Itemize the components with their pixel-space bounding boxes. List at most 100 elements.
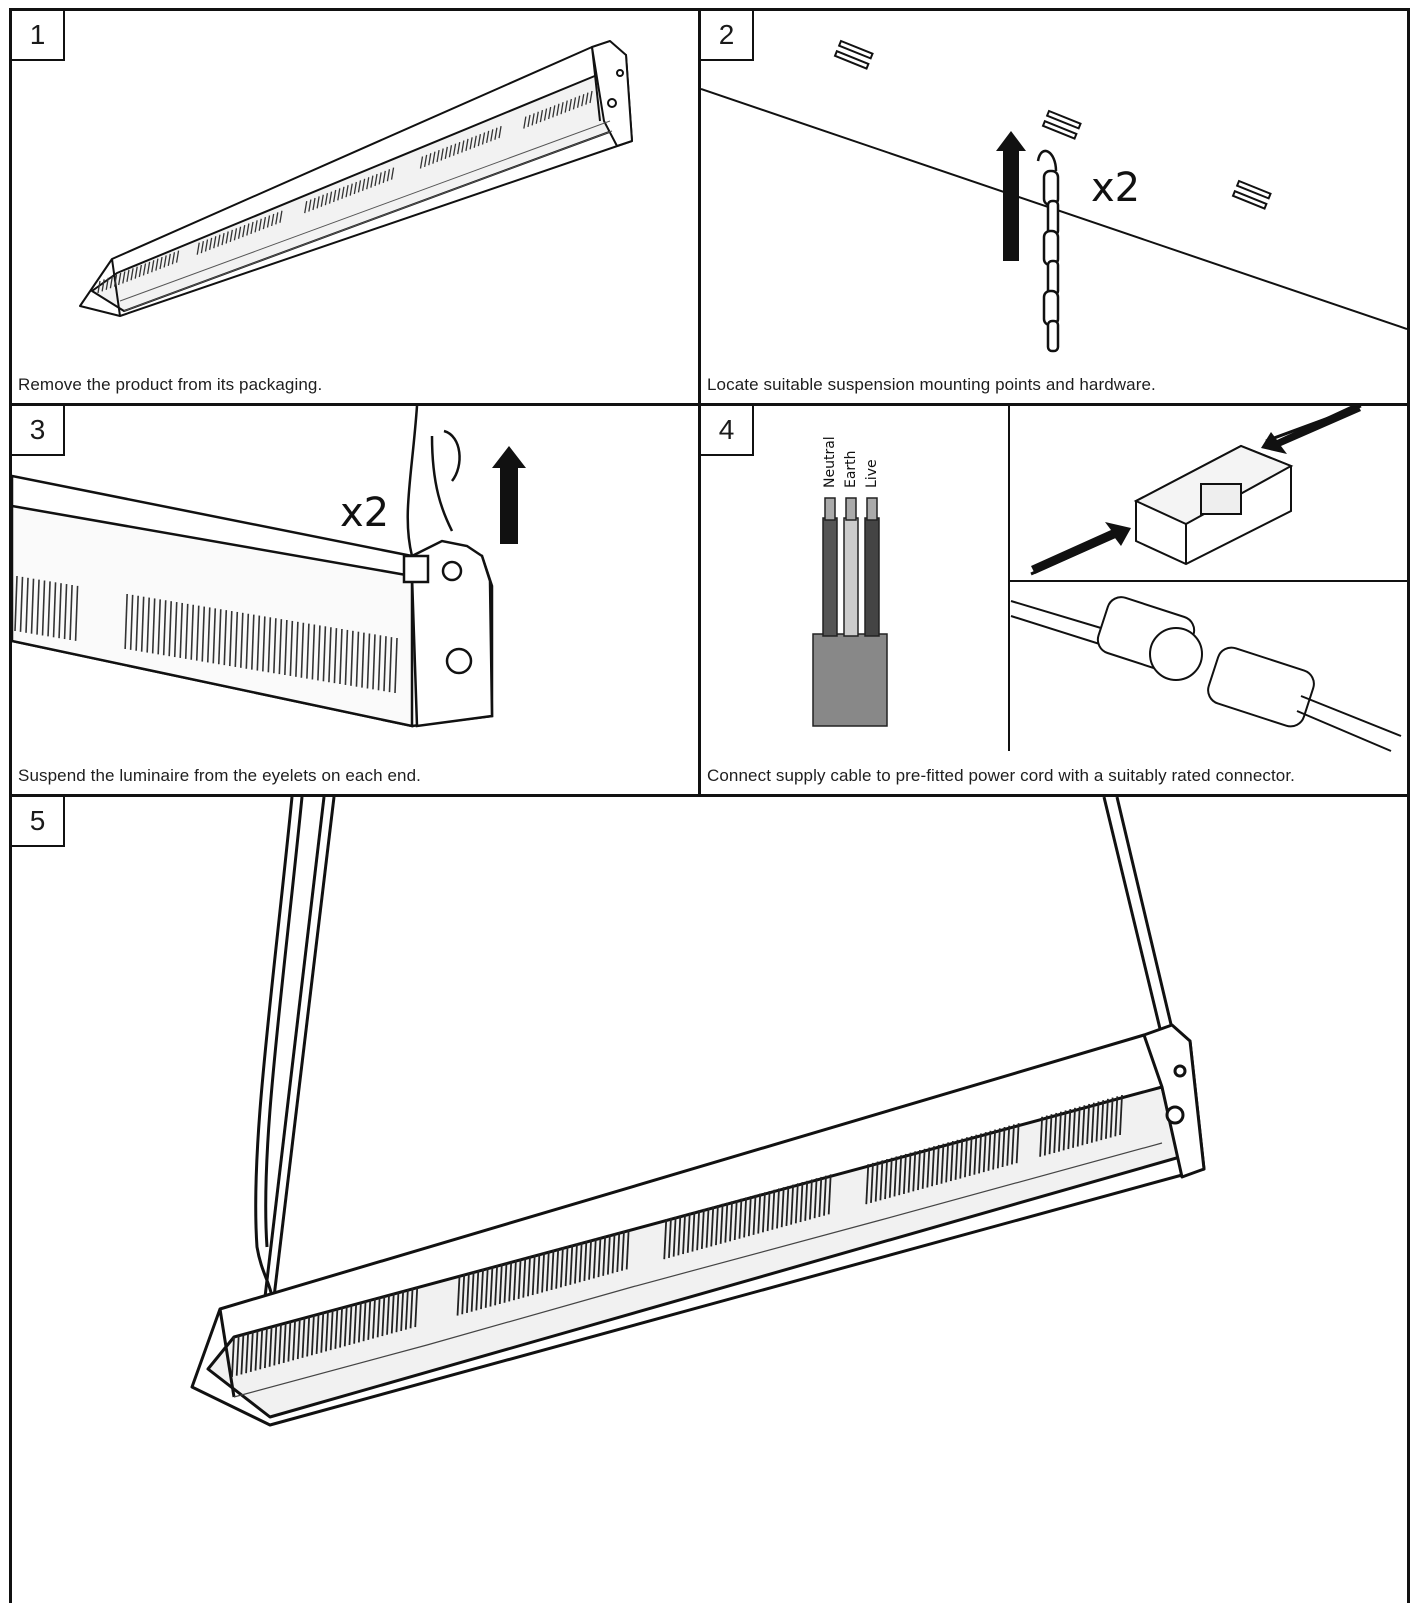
vent-slot xyxy=(827,1174,832,1215)
vent-slot xyxy=(289,620,294,676)
vent-slot xyxy=(517,1258,522,1299)
vent-slot xyxy=(258,218,262,231)
vent-slot xyxy=(996,1128,1001,1169)
vent-slot xyxy=(1015,1123,1020,1164)
vent-slot xyxy=(572,97,577,110)
vent-slot xyxy=(201,606,206,662)
vent-slot xyxy=(273,618,277,674)
vent-slot xyxy=(818,1176,823,1217)
step-caption: Locate suitable suspension mounting poin… xyxy=(707,375,1156,394)
vent-slot xyxy=(237,226,242,239)
vent-slot xyxy=(1001,1126,1006,1168)
vent-slot xyxy=(325,1311,329,1352)
vent-slot xyxy=(74,585,79,641)
vent-slot xyxy=(1090,1102,1095,1143)
vent-slot xyxy=(126,269,130,282)
vent-slot xyxy=(527,1256,531,1297)
vent-slot xyxy=(267,617,272,673)
vent-slot xyxy=(63,584,68,640)
vent-slot xyxy=(292,1320,296,1361)
vent-slot xyxy=(206,607,211,663)
vent-slot xyxy=(233,228,238,241)
vent-slot xyxy=(1043,1115,1048,1156)
vent-slot xyxy=(245,1333,249,1374)
vent-slot xyxy=(217,234,221,247)
vent-slot xyxy=(171,252,176,265)
vent-slot xyxy=(409,1288,414,1329)
vent-slot xyxy=(809,1179,813,1220)
vent-slot xyxy=(576,95,581,108)
vent-slot xyxy=(390,1293,395,1334)
vent-slot xyxy=(306,1316,311,1357)
vent-slot xyxy=(480,1269,484,1310)
vent-slot xyxy=(168,601,173,657)
vent-slot xyxy=(568,98,572,112)
vent-slot xyxy=(213,236,217,249)
vent-slot xyxy=(700,1208,705,1250)
vent-slot xyxy=(564,1246,569,1287)
vent-slot xyxy=(682,1214,686,1255)
vent-slot xyxy=(14,575,18,632)
vent-slot xyxy=(328,191,333,204)
vent-slot xyxy=(677,1215,682,1256)
vent-slot xyxy=(743,1197,748,1238)
vent-slot xyxy=(151,598,156,654)
vent-slot xyxy=(322,626,327,682)
vent-slot xyxy=(884,1158,888,1200)
vent-slot xyxy=(190,604,195,660)
vent-slot xyxy=(964,1137,968,1178)
mounting-point-marks xyxy=(833,39,1272,210)
step-number: 4 xyxy=(701,406,754,456)
vent-slot xyxy=(747,1196,752,1237)
step-2-panel: 2 x2 Locate suitable suspension mounti xyxy=(701,11,1407,403)
vent-slot xyxy=(757,1193,762,1234)
vent-slot xyxy=(317,625,321,681)
vent-slot xyxy=(146,261,151,274)
vent-slot xyxy=(254,1330,259,1371)
vent-slot xyxy=(308,199,312,212)
vent-slot xyxy=(315,1313,320,1354)
vent-slot xyxy=(1039,1116,1044,1157)
vent-slot xyxy=(349,183,353,196)
vent-slot xyxy=(762,1192,766,1233)
vent-slot xyxy=(311,624,316,680)
vent-slot xyxy=(428,153,432,166)
vent-slot xyxy=(949,1141,954,1182)
vent-slot xyxy=(266,215,271,228)
vent-slot xyxy=(1109,1097,1114,1138)
led-modules xyxy=(233,1142,1163,1398)
vent-slot xyxy=(173,602,178,658)
vent-slot xyxy=(945,1142,950,1183)
vent-slot xyxy=(256,615,261,671)
vent-slot xyxy=(345,185,349,198)
vent-slot xyxy=(52,582,57,638)
vent-slot xyxy=(155,258,159,271)
vent-slot xyxy=(275,212,279,225)
vent-slot xyxy=(461,140,465,153)
vent-slot xyxy=(159,256,163,270)
vent-slot xyxy=(423,154,428,167)
vent-slot xyxy=(560,102,564,115)
vent-slot xyxy=(333,189,337,203)
vent-slot xyxy=(1076,1106,1081,1147)
vent-slot xyxy=(223,610,228,666)
vent-slot xyxy=(234,611,239,667)
vent-slot xyxy=(162,600,167,656)
vent-slot xyxy=(328,627,332,683)
vent-slot xyxy=(432,151,436,164)
vent-slot xyxy=(246,223,250,236)
vent-slot xyxy=(135,595,139,651)
vent-slot xyxy=(361,632,365,688)
vent-slot xyxy=(548,106,552,120)
vent-slot xyxy=(968,1135,973,1177)
vent-slot xyxy=(138,264,142,278)
step-number: 1 xyxy=(12,11,65,61)
vent-slot xyxy=(404,1289,409,1330)
vent-slot xyxy=(535,111,539,124)
vent-slot xyxy=(212,608,217,664)
vent-slot xyxy=(1114,1096,1119,1137)
vent-slot xyxy=(320,194,324,207)
vent-slot xyxy=(376,1297,381,1338)
step-caption: Remove the product from its packaging. xyxy=(18,375,323,394)
vent-slot xyxy=(372,1298,376,1339)
